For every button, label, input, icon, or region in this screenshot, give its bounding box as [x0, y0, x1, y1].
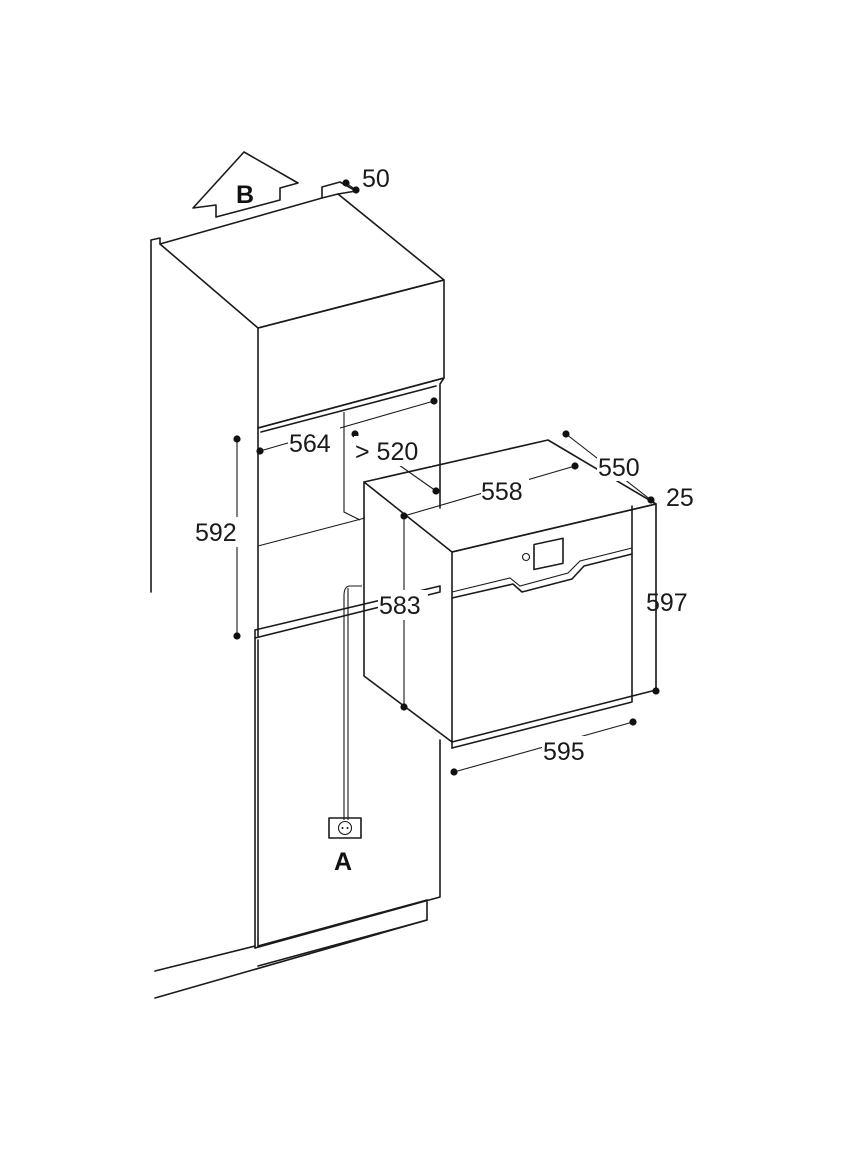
dimension-appliance-body-width: 558: [481, 478, 523, 506]
dimension-front-panel-depth: 25: [666, 484, 694, 512]
socket-label-a: A: [334, 848, 352, 876]
control-knob-icon: [521, 552, 531, 562]
power-socket-icon: [328, 817, 362, 839]
power-connection: A: [328, 585, 362, 876]
built-in-oven: [363, 439, 657, 749]
dimension-appliance-width: 595: [543, 738, 585, 766]
dimension-lines: [233, 179, 660, 776]
display-icon: [533, 537, 564, 571]
dimension-niche-depth: > 520: [355, 438, 418, 466]
ventilation-arrow-b: B: [192, 151, 299, 218]
dimension-appliance-body-height: 583: [379, 592, 421, 620]
dimension-appliance-height: 597: [646, 589, 688, 617]
dimension-labels: 50 564 > 520 592 558 550 25 583 597 595: [195, 163, 694, 766]
tall-cabinet: [150, 181, 445, 999]
power-cable: [343, 585, 362, 820]
dimension-appliance-depth: 550: [598, 454, 640, 482]
dimension-top-vent-gap: 50: [362, 165, 390, 193]
dimension-niche-height: 592: [195, 519, 237, 547]
ventilation-label-b: B: [236, 181, 254, 209]
dimension-niche-width: 564: [289, 430, 331, 458]
